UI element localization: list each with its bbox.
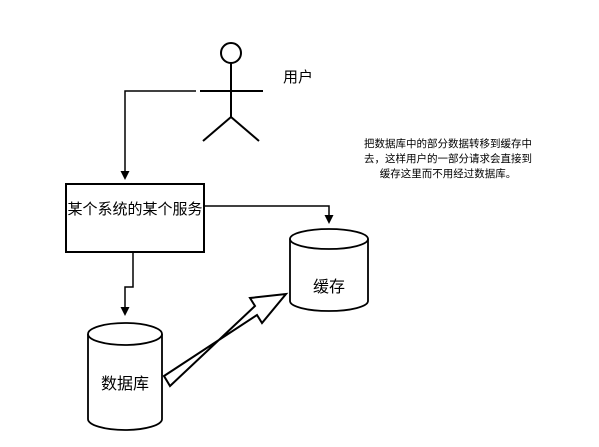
user-label: 用户 (283, 68, 314, 86)
service-to-database-arrow (120, 252, 134, 316)
migration-arrow (162, 292, 289, 388)
service-box (65, 183, 205, 253)
cache-cylinder (289, 228, 369, 312)
service-label: 某个系统的某个服务 (67, 200, 203, 218)
database-label: 数据库 (100, 374, 149, 393)
cache-label: 缓存 (312, 277, 345, 296)
service-to-cache-arrow (204, 205, 334, 224)
annotation-note: 把数据库中的部分数据转移到缓存中去，这样用户的一部分请求会直接到缓存这里而不用经… (364, 138, 532, 180)
database-cylinder (87, 322, 163, 431)
user-to-service-arrow (120, 90, 196, 180)
user-actor-icon (200, 42, 263, 142)
